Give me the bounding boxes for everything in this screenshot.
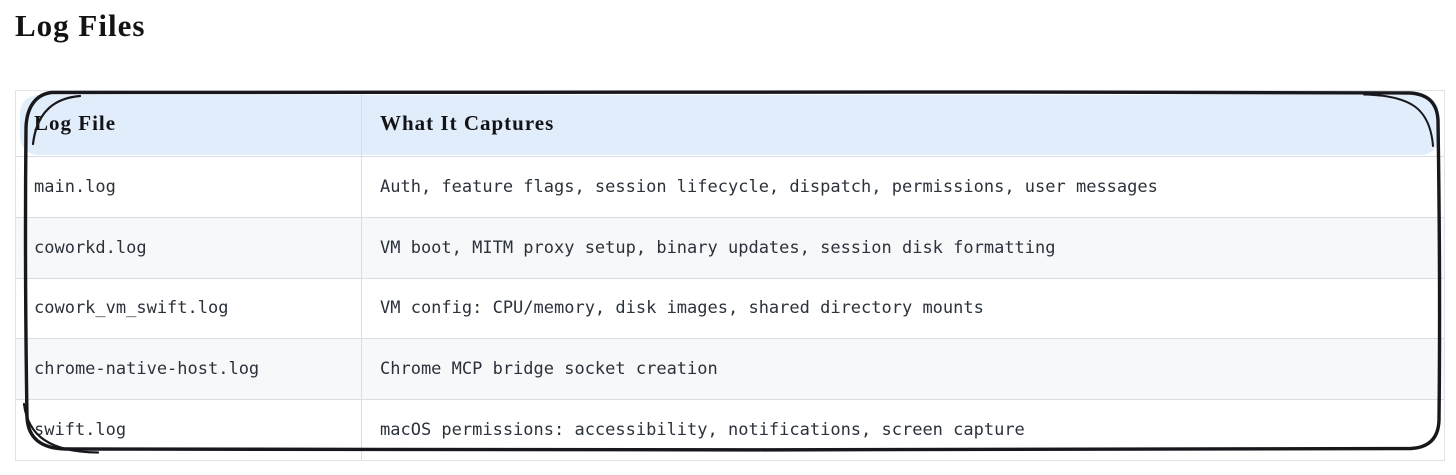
captures-cell: Chrome MCP bridge socket creation bbox=[361, 339, 1444, 400]
captures-cell: Auth, feature flags, session lifecycle, … bbox=[361, 157, 1444, 217]
captures-cell: VM config: CPU/memory, disk images, shar… bbox=[361, 278, 1444, 339]
table-row: cowork_vm_swift.log VM config: CPU/memor… bbox=[16, 277, 1444, 339]
captures-cell: macOS permissions: accessibility, notifi… bbox=[361, 400, 1444, 460]
table-row: coworkd.log VM boot, MITM proxy setup, b… bbox=[16, 216, 1444, 278]
log-files-table: Log File What It Captures main.log Auth,… bbox=[15, 89, 1445, 461]
table-body: main.log Auth, feature flags, session li… bbox=[16, 156, 1444, 460]
log-file-cell: coworkd.log bbox=[34, 237, 147, 258]
table-row: chrome-native-host.log Chrome MCP bridge… bbox=[16, 338, 1444, 400]
table-row: main.log Auth, feature flags, session li… bbox=[16, 156, 1444, 217]
log-file-cell: cowork_vm_swift.log bbox=[34, 298, 229, 319]
table-header-row: Log File What It Captures bbox=[16, 91, 1444, 156]
column-header-what-it-captures: What It Captures bbox=[361, 91, 1444, 156]
log-file-cell: chrome-native-host.log bbox=[34, 359, 260, 380]
page-title: Log Files bbox=[15, 8, 146, 43]
log-file-cell: main.log bbox=[34, 176, 116, 197]
table-row: swift.log macOS permissions: accessibili… bbox=[16, 399, 1444, 460]
log-file-cell: swift.log bbox=[34, 420, 127, 441]
column-header-log-file: Log File bbox=[34, 111, 117, 135]
captures-cell: VM boot, MITM proxy setup, binary update… bbox=[361, 217, 1444, 278]
